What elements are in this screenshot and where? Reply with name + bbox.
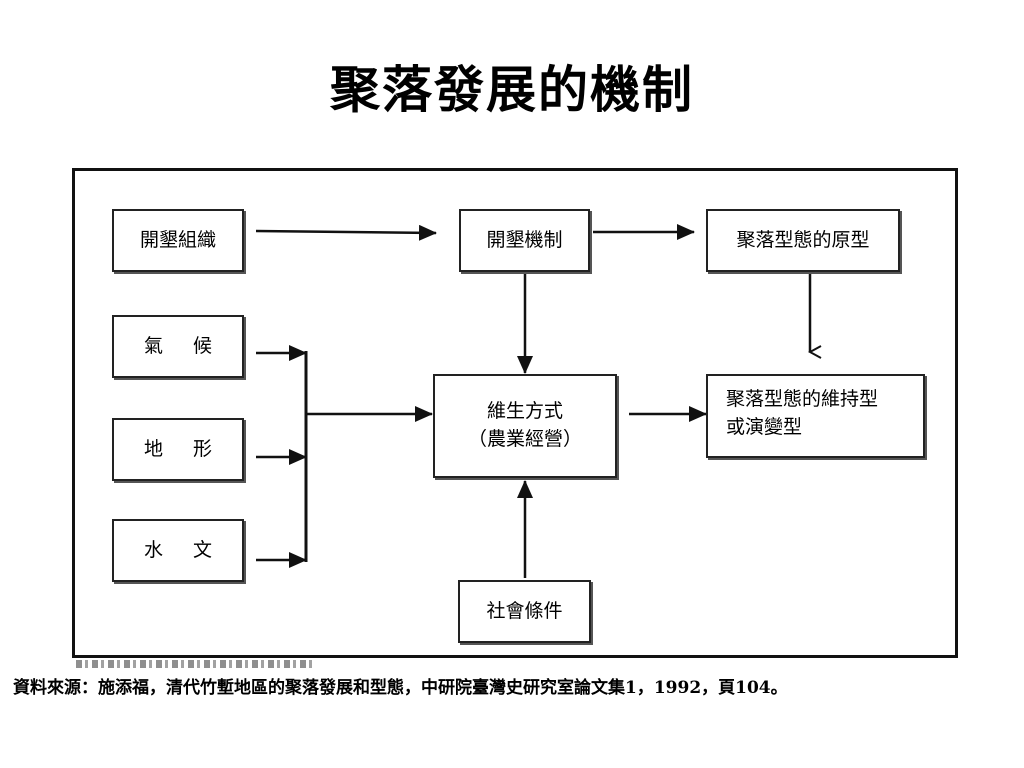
source-note: 資料來源：施添福，清代竹塹地區的聚落發展和型態，中研院臺灣史研究室論文集1，19… xyxy=(13,678,788,698)
node-shehui-label: 社會條件 xyxy=(486,599,563,622)
scan-artifact xyxy=(76,660,316,668)
node-weisheng-line2: （農業經營） xyxy=(467,428,582,450)
node-dixing: 地形 xyxy=(112,418,244,481)
node-kaiken-jizhi: 開墾機制 xyxy=(459,209,590,272)
node-dixing-label: 地形 xyxy=(144,437,243,460)
node-weisheng-line1: 維生方式 xyxy=(486,400,563,423)
node-weichi-line2: 或演變型 xyxy=(726,415,803,438)
node-xingtai-weichi: 聚落型態的維持型 或演變型 xyxy=(706,374,925,458)
node-kaiken-zuzhi: 開墾組織 xyxy=(112,209,244,272)
node-xingtai-yuanxing-label: 聚落型態的原型 xyxy=(736,228,870,251)
node-weichi-line1: 聚落型態的維持型 xyxy=(726,388,879,410)
diagram-frame xyxy=(72,168,958,658)
node-kaiken-jizhi-label: 開墾機制 xyxy=(486,228,563,251)
node-qihou: 氣候 xyxy=(112,315,244,378)
node-shuiwen-label: 水文 xyxy=(144,538,243,561)
node-weisheng-fangshi: 維生方式 （農業經營） xyxy=(433,374,617,478)
arrow-zuzhi-to-jizhi xyxy=(255,224,437,241)
node-kaiken-zuzhi-label: 開墾組織 xyxy=(139,228,216,251)
node-qihou-label: 氣候 xyxy=(144,334,243,357)
slide-title: 聚落發展的機制 xyxy=(330,60,694,119)
node-xingtai-yuanxing: 聚落型態的原型 xyxy=(706,209,900,272)
node-shuiwen: 水文 xyxy=(112,519,244,582)
node-shehui-tiaojian: 社會條件 xyxy=(458,580,591,643)
